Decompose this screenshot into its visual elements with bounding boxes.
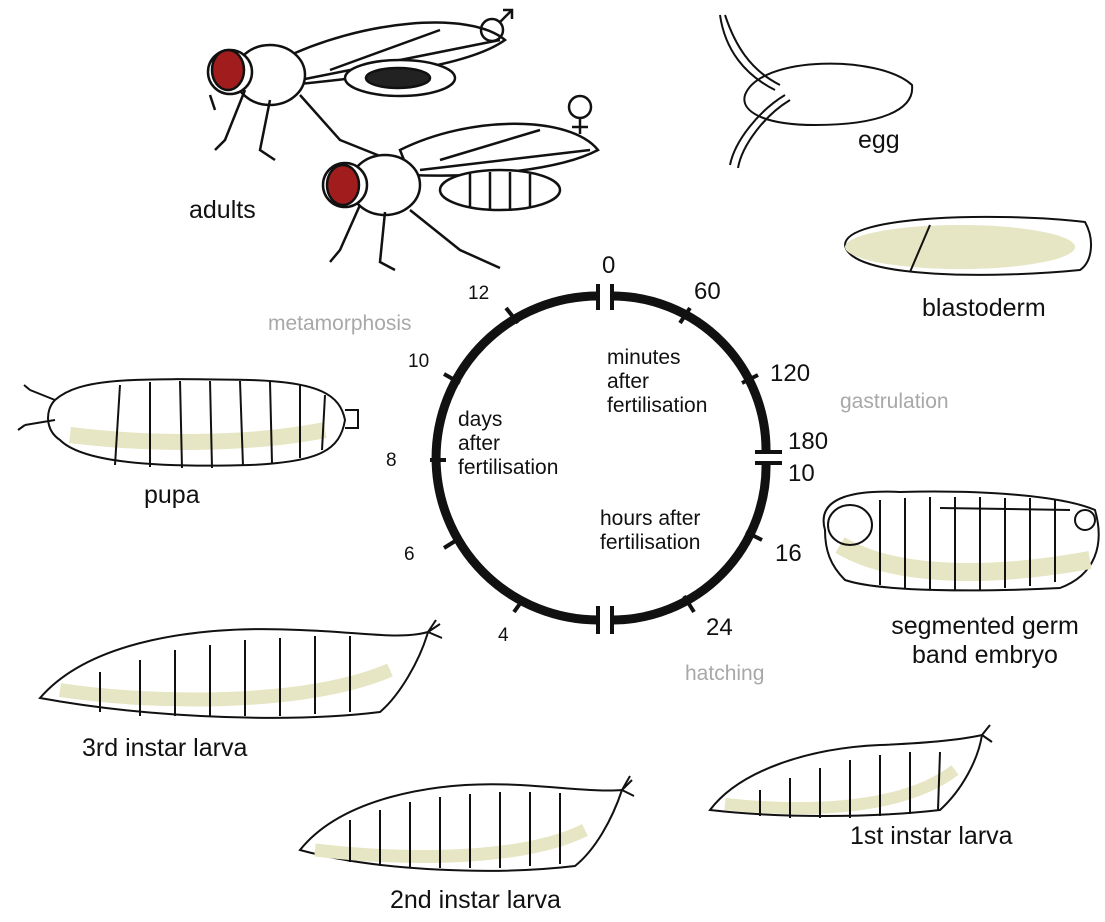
phase-hatching: hatching <box>685 662 764 686</box>
hours-caption-line-1: hours after <box>600 507 700 531</box>
phase-metamorphosis: metamorphosis <box>268 312 412 336</box>
minutes-caption-line-1: minutes <box>607 346 707 370</box>
minutes-caption-line-3: fertilisation <box>607 394 707 418</box>
tick-label-12: 12 <box>468 284 489 303</box>
label-egg: egg <box>858 126 900 155</box>
label-segmented-germ-band-line-1: segmented germ <box>870 612 1100 641</box>
phase-gastrulation: gastrulation <box>840 390 949 414</box>
segmented-germ-band-drawing <box>824 492 1099 591</box>
label-blastoderm: blastoderm <box>922 294 1046 323</box>
label-pupa: pupa <box>144 481 200 510</box>
female-symbol <box>569 96 591 134</box>
days-caption-line-1: days <box>458 408 558 432</box>
days-caption-line-3: fertilisation <box>458 456 558 480</box>
second-instar-larva-drawing <box>300 776 634 871</box>
first-instar-larva-drawing <box>710 725 992 818</box>
hours-caption-line-2: fertilisation <box>600 531 700 555</box>
tick-label-16: 16 <box>775 542 802 566</box>
adult-female-fly <box>323 124 598 270</box>
third-instar-larva-drawing <box>40 620 442 718</box>
male-eye <box>212 50 244 90</box>
days-caption-line-2: after <box>458 432 558 456</box>
tick-label-0: 0 <box>602 254 615 278</box>
tick-label-60: 60 <box>694 280 721 304</box>
tick-label-6: 6 <box>404 545 415 564</box>
blastoderm-drawing <box>845 217 1091 275</box>
minutes-caption-line-2: after <box>607 370 707 394</box>
tick-label-120: 120 <box>770 362 810 386</box>
label-segmented-germ-band-line-2: band embryo <box>870 641 1100 670</box>
pupa-drawing <box>18 379 358 468</box>
clock-hours-caption: hours after fertilisation <box>600 507 700 555</box>
label-3rd-instar-larva: 3rd instar larva <box>82 734 247 763</box>
clock-days-caption: days after fertilisation <box>458 408 558 480</box>
tick-label-4: 4 <box>498 626 509 645</box>
tick-label-10d: 10 <box>408 352 429 371</box>
female-eye <box>327 165 359 205</box>
clock-minutes-caption: minutes after fertilisation <box>607 346 707 418</box>
tick-label-8: 8 <box>386 451 397 470</box>
label-2nd-instar-larva: 2nd instar larva <box>390 886 561 915</box>
label-1st-instar-larva: 1st instar larva <box>850 822 1013 851</box>
tick-label-10h: 10 <box>788 462 815 486</box>
tick-label-24: 24 <box>706 616 733 640</box>
label-adults: adults <box>189 196 256 225</box>
tick-label-180: 180 <box>788 430 828 454</box>
label-segmented-germ-band: segmented germ band embryo <box>870 612 1100 670</box>
